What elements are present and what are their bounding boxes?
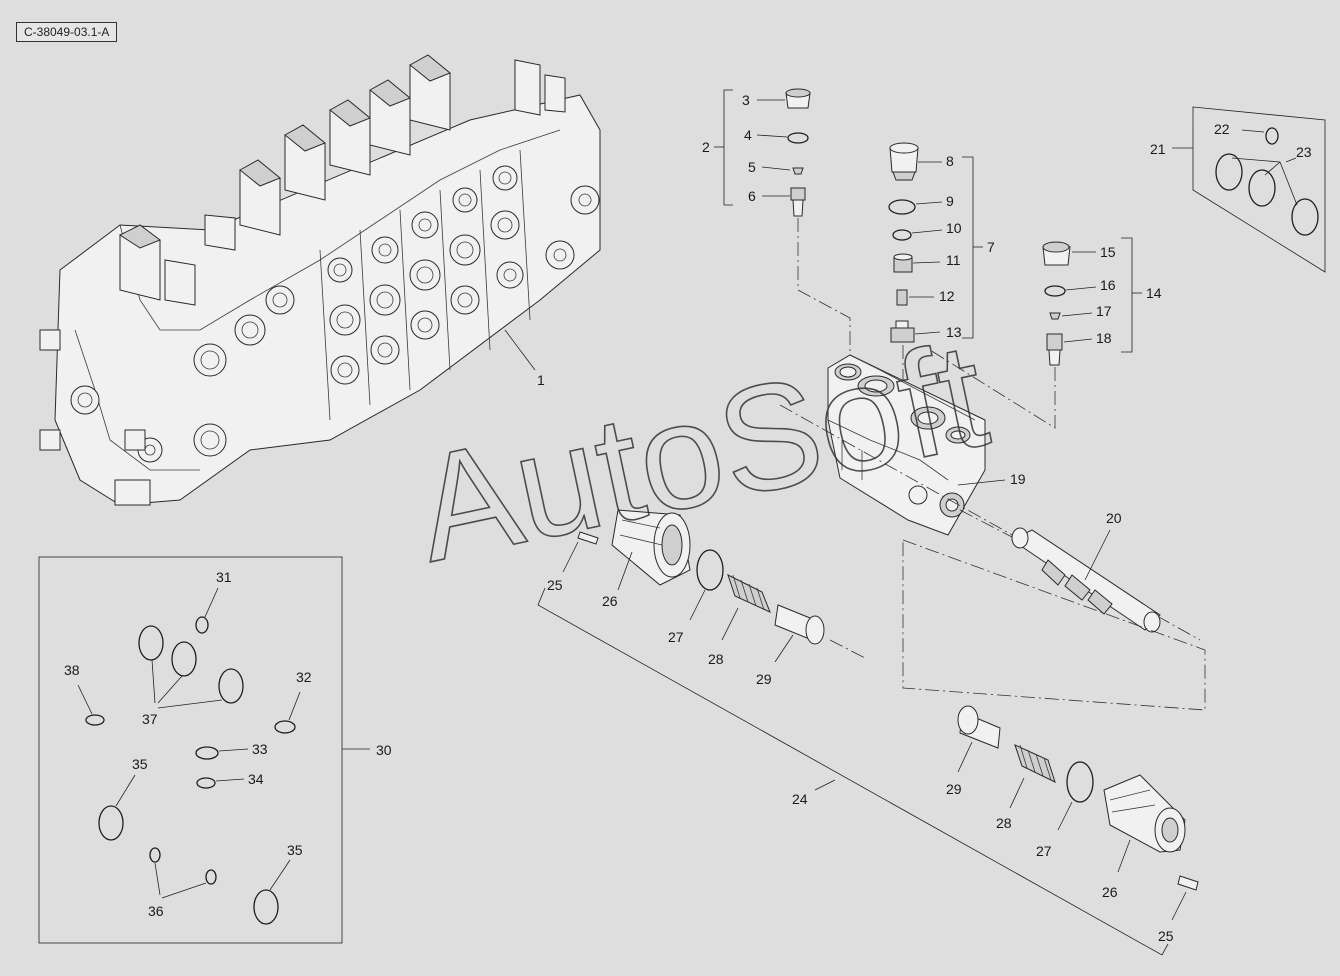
callout-7: 7 — [987, 239, 995, 255]
callout-14: 14 — [1146, 285, 1162, 301]
part-22-o-ring — [1265, 127, 1279, 145]
callout-36: 36 — [148, 903, 164, 919]
watermark-text: AutoSoft — [402, 309, 1000, 593]
part-33-o-ring — [195, 746, 219, 760]
callout-8: 8 — [946, 153, 954, 169]
callout-29: 29 — [756, 671, 772, 687]
callout-13: 13 — [946, 324, 962, 340]
part-23-o-ring-small — [1291, 198, 1319, 236]
part-29-spring-seat-right — [957, 705, 1001, 749]
part-19-section-body — [827, 354, 986, 536]
part-35-o-ring-left — [98, 805, 124, 841]
part-3-plug — [785, 88, 811, 109]
part-27-o-ring-right — [1066, 761, 1094, 803]
part-10-o-ring — [892, 229, 912, 241]
callout-37: 37 — [142, 711, 158, 727]
part-31-o-ring — [195, 616, 209, 634]
part-28-spring-right — [1014, 744, 1056, 783]
callout-27: 27 — [668, 629, 684, 645]
part-23-o-ring-large — [1215, 153, 1243, 191]
reference-code: C-38049-03.1-A — [16, 22, 118, 42]
callout-28-right: 28 — [996, 815, 1012, 831]
callout-20: 20 — [1106, 510, 1122, 526]
callout-9: 9 — [946, 193, 954, 209]
callout-31: 31 — [216, 569, 232, 585]
callout-33: 33 — [252, 741, 268, 757]
part-37-o-ring-b — [171, 641, 197, 677]
callout-11: 11 — [946, 252, 961, 268]
part-26-end-cap-right — [1103, 774, 1186, 853]
callout-28: 28 — [708, 651, 724, 667]
part-15-plug — [1042, 241, 1071, 266]
callout-23: 23 — [1296, 144, 1312, 160]
callout-6: 6 — [748, 188, 756, 204]
part-28-spring-left — [727, 574, 771, 613]
callout-32: 32 — [296, 669, 312, 685]
part-37-o-ring-c — [218, 668, 244, 704]
callout-24: 24 — [792, 791, 808, 807]
part-37-o-ring-a — [138, 625, 164, 661]
callout-5: 5 — [748, 159, 756, 175]
part-18-cartridge — [1046, 333, 1063, 366]
callout-17: 17 — [1096, 303, 1112, 319]
callout-29-right: 29 — [946, 781, 962, 797]
part-17-washer — [1049, 312, 1061, 320]
part-5-washer — [792, 167, 804, 175]
part-27-o-ring-left — [696, 549, 724, 591]
callout-38: 38 — [64, 662, 80, 678]
callout-35: 35 — [132, 756, 148, 772]
callout-1: 1 — [537, 372, 545, 388]
part-38-o-ring — [85, 714, 105, 726]
callout-25: 25 — [547, 577, 563, 593]
part-16-o-ring — [1044, 285, 1066, 297]
callout-21: 21 — [1150, 141, 1166, 157]
part-25-bolt-right — [1177, 875, 1199, 891]
part-35-o-ring-right — [253, 889, 279, 925]
part-29-spring-seat-left — [774, 604, 825, 645]
part-36-o-ring-a — [149, 847, 161, 863]
callout-18: 18 — [1096, 330, 1112, 346]
callout-27-right: 27 — [1036, 843, 1052, 859]
part-6-cartridge — [790, 187, 806, 217]
callout-15: 15 — [1100, 244, 1116, 260]
part-4-o-ring — [787, 132, 809, 144]
callout-35-right: 35 — [287, 842, 303, 858]
callout-16: 16 — [1100, 277, 1116, 293]
callout-25-right: 25 — [1158, 928, 1174, 944]
valve-assembly-drawing — [39, 54, 601, 506]
part-8-valve-cap — [889, 142, 919, 181]
part-20-spool — [1011, 527, 1161, 633]
part-12-spring — [896, 289, 908, 306]
part-25-bolt — [577, 531, 599, 545]
seal-kit-30-frame — [38, 556, 343, 944]
part-11-poppet — [893, 253, 913, 273]
callout-22: 22 — [1214, 121, 1230, 137]
callout-12: 12 — [939, 288, 955, 304]
part-23-o-ring-medium — [1248, 169, 1276, 207]
callout-4: 4 — [744, 127, 752, 143]
callout-10: 10 — [946, 220, 962, 236]
callout-26-right: 26 — [1102, 884, 1118, 900]
part-32-o-ring — [274, 720, 296, 734]
part-36-o-ring-b — [205, 869, 217, 885]
part-13-seat — [890, 320, 915, 343]
part-9-o-ring — [888, 199, 916, 215]
callout-19: 19 — [1010, 471, 1026, 487]
part-34-o-ring — [196, 777, 216, 789]
callout-30: 30 — [376, 742, 392, 758]
callout-2: 2 — [702, 139, 710, 155]
callout-34: 34 — [248, 771, 264, 787]
part-26-end-cap-left — [611, 509, 691, 586]
callout-3: 3 — [742, 92, 750, 108]
callout-26: 26 — [602, 593, 618, 609]
